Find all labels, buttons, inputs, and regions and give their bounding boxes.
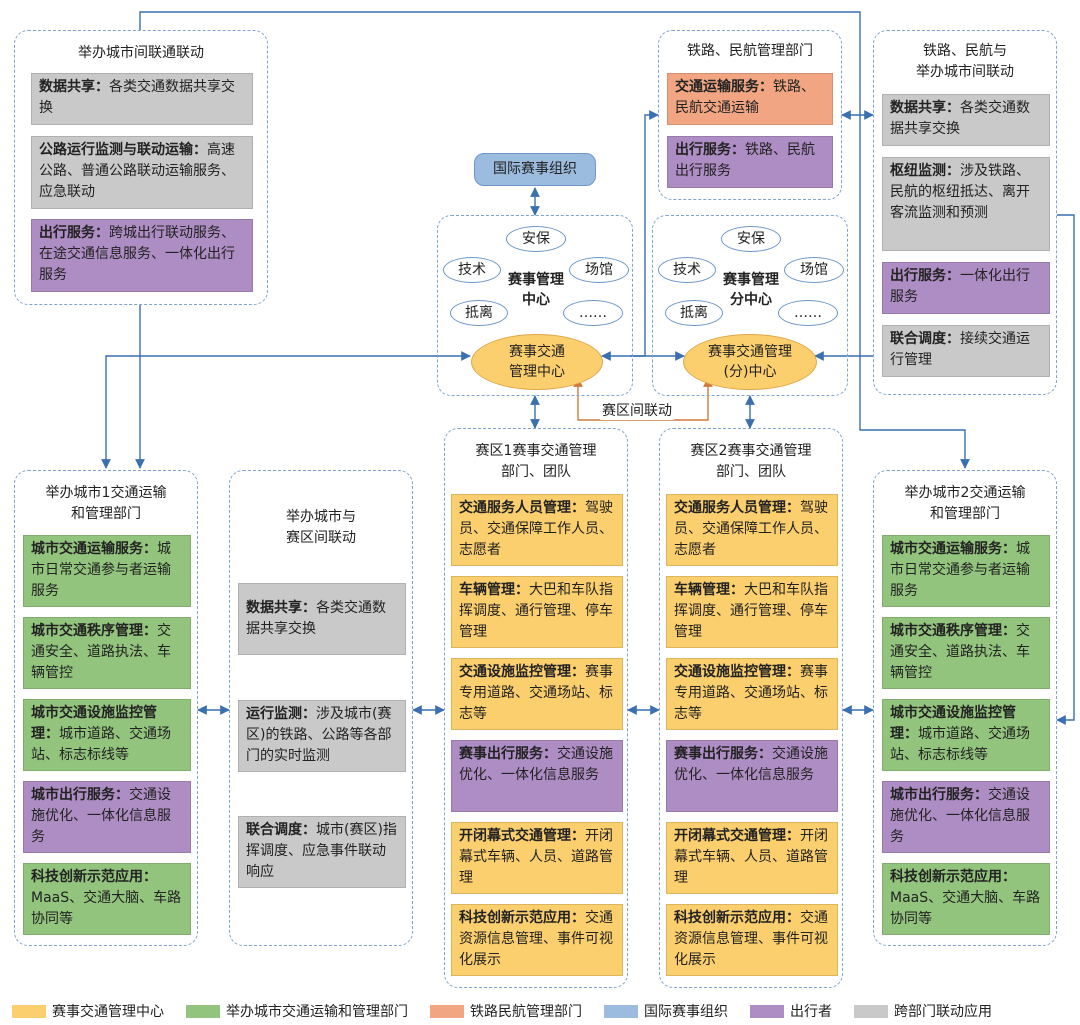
staff-management-box: 交通服务人员管理：驾驶员、交通保障工作人员、志愿者 xyxy=(666,494,838,566)
zone1-panel: 赛区1赛事交通管理 部门、团队 交通服务人员管理：驾驶员、交通保障工作人员、志愿… xyxy=(444,428,628,988)
tech-innovation-box: 科技创新示范应用：MaaS、交通大脑、车路协同等 xyxy=(23,863,191,935)
traffic-center-node: 赛事交通 管理中心 xyxy=(471,334,603,390)
facility-monitor-box: 交通设施监控管理：赛事专用道路、交通场站、标志等 xyxy=(451,658,623,730)
traffic-order-box: 城市交通秩序管理：交通安全、道路执法、车辆管控 xyxy=(23,617,191,689)
tech-node: 技术 xyxy=(658,257,716,283)
center-title: 赛事管理 分中心 xyxy=(723,272,779,308)
panel-title: 举办城市1交通运输 和管理部门 xyxy=(45,485,167,522)
tech-innovation-box: 科技创新示范应用：交通资源信息管理、事件可视化展示 xyxy=(666,904,838,976)
travel-service-box: 出行服务：一体化出行服务 xyxy=(882,262,1050,314)
center-title: 赛事管理 中心 xyxy=(508,272,564,308)
legend-swatch xyxy=(186,1004,220,1018)
venue-node: 场馆 xyxy=(569,257,629,283)
railcity-city2-line xyxy=(1056,214,1075,725)
joint-dispatch-box: 联合调度：城市(赛区)指挥调度、应急事件联动响应 xyxy=(238,816,406,888)
traffic-order-box: 城市交通秩序管理：交通安全、道路执法、车辆管控 xyxy=(882,617,1050,689)
event-center-1-panel: 安保 技术 场馆 抵离 …… 赛事管理 中心 赛事交通 管理中心 xyxy=(437,215,633,396)
data-sharing-box: 数据共享：各类交通数据共享交换 xyxy=(238,583,406,655)
top-link-line xyxy=(139,11,970,469)
ceremony-management-box: 开闭幕式交通管理：开闭幕式车辆、人员、道路管理 xyxy=(451,822,623,894)
rail-city-link-panel: 铁路、民航与 举办城市间联动 数据共享：各类交通数据共享交换 枢纽监测：涉及铁路… xyxy=(873,30,1057,395)
center2-rail-line xyxy=(630,110,659,357)
panel-title: 赛区1赛事交通管理 部门、团队 xyxy=(475,443,597,480)
inter-zone-label: 赛区间联动 xyxy=(600,400,674,420)
legend-item-traveler: 出行者 xyxy=(750,1001,832,1021)
venue-node: 场馆 xyxy=(784,257,844,283)
operation-monitor-box: 运行监测：涉及城市(赛区)的铁路、公路等各部门的实时监测 xyxy=(238,700,406,772)
city-travel-box: 城市出行服务：交通设施优化、一体化信息服务 xyxy=(23,781,191,853)
security-node: 安保 xyxy=(506,226,566,252)
panel-title: 举办城市间联通联动 xyxy=(78,45,204,61)
city2-panel: 举办城市2交通运输 和管理部门 城市交通运输服务：城市日常交通参与者运输服务 城… xyxy=(873,470,1057,946)
international-org-box: 国际赛事组织 xyxy=(474,153,596,186)
city-interlink-panel: 举办城市间联通联动 数据共享：各类交通数据共享交换 公路运行监测与联动运输：高速… xyxy=(14,30,268,305)
legend: 赛事交通管理中心 举办城市交通运输和管理部门 铁路民航管理部门 国际赛事组织 出… xyxy=(12,1001,1080,1021)
highway-monitoring-box: 公路运行监测与联动运输：高速公路、普通公路联动运输服务、应急联动 xyxy=(31,136,253,209)
panel-title: 铁路、民航管理部门 xyxy=(687,43,813,59)
vehicle-management-box: 车辆管理：大巴和车队指挥调度、通行管理、停车管理 xyxy=(451,576,623,648)
city-travel-box: 城市出行服务：交通设施优化、一体化信息服务 xyxy=(882,781,1050,853)
vehicle-management-box: 车辆管理：大巴和车队指挥调度、通行管理、停车管理 xyxy=(666,576,838,648)
more-node: …… xyxy=(563,300,623,326)
city-transport-box: 城市交通运输服务：城市日常交通参与者运输服务 xyxy=(23,535,191,607)
inter-zone-link xyxy=(573,377,713,421)
legend-swatch xyxy=(854,1004,888,1018)
legend-item-event-center: 赛事交通管理中心 xyxy=(12,1001,164,1021)
rail-aviation-panel: 铁路、民航管理部门 交通运输服务：铁路、民航交通运输 出行服务：铁路、民航出行服… xyxy=(658,30,842,200)
panel-title: 举办城市与 赛区间联动 xyxy=(286,509,356,546)
security-node: 安保 xyxy=(721,226,781,252)
legend-swatch xyxy=(604,1004,638,1018)
facility-monitor-box: 城市交通设施监控管理：城市道路、交通场站、标志标线等 xyxy=(882,699,1050,771)
legend-swatch xyxy=(12,1004,46,1018)
hub-monitoring-box: 枢纽监测：涉及铁路、民航的枢纽抵达、离开客流监测和预测 xyxy=(882,157,1050,251)
panel-title: 赛区2赛事交通管理 部门、团队 xyxy=(690,443,812,480)
city1-panel: 举办城市1交通运输 和管理部门 城市交通运输服务：城市日常交通参与者运输服务 城… xyxy=(14,470,198,946)
event-center-2-panel: 安保 技术 场馆 抵离 …… 赛事管理 分中心 赛事交通管理 (分)中心 xyxy=(652,215,848,396)
more-node: …… xyxy=(778,300,838,326)
legend-item-city-dept: 举办城市交通运输和管理部门 xyxy=(186,1001,408,1021)
legend-item-intl-org: 国际赛事组织 xyxy=(604,1001,728,1021)
data-sharing-box: 数据共享：各类交通数据共享交换 xyxy=(31,73,253,125)
facility-monitor-box: 交通设施监控管理：赛事专用道路、交通场站、标志等 xyxy=(666,658,838,730)
legend-item-rail-dept: 铁路民航管理部门 xyxy=(430,1001,582,1021)
data-sharing-box: 数据共享：各类交通数据共享交换 xyxy=(882,94,1050,146)
legend-swatch xyxy=(750,1004,784,1018)
zone2-panel: 赛区2赛事交通管理 部门、团队 交通服务人员管理：驾驶员、交通保障工作人员、志愿… xyxy=(659,428,843,988)
rail-travel-box: 出行服务：铁路、民航出行服务 xyxy=(667,136,833,188)
arrival-node: 抵离 xyxy=(665,300,723,326)
tech-innovation-box: 科技创新示范应用：交通资源信息管理、事件可视化展示 xyxy=(451,904,623,976)
legend-swatch xyxy=(430,1004,464,1018)
facility-monitor-box: 城市交通设施监控管理：城市道路、交通场站、标志标线等 xyxy=(23,699,191,771)
rail-transport-box: 交通运输服务：铁路、民航交通运输 xyxy=(667,73,833,125)
panel-title: 铁路、民航与 举办城市间联动 xyxy=(916,43,1014,80)
panel-title: 举办城市2交通运输 和管理部门 xyxy=(904,485,1026,522)
center1-to-city1-line xyxy=(101,351,471,469)
staff-management-box: 交通服务人员管理：驾驶员、交通保障工作人员、志愿者 xyxy=(451,494,623,566)
arrival-node: 抵离 xyxy=(450,300,508,326)
tech-innovation-box: 科技创新示范应用：MaaS、交通大脑、车路协同等 xyxy=(882,863,1050,935)
city-transport-box: 城市交通运输服务：城市日常交通参与者运输服务 xyxy=(882,535,1050,607)
legend-item-cross-dept: 跨部门联动应用 xyxy=(854,1001,992,1021)
tech-node: 技术 xyxy=(443,257,501,283)
joint-dispatch-box: 联合调度：接续交通运行管理 xyxy=(882,325,1050,377)
traffic-center-node: 赛事交通管理 (分)中心 xyxy=(683,334,817,390)
ceremony-management-box: 开闭幕式交通管理：开闭幕式车辆、人员、道路管理 xyxy=(666,822,838,894)
event-travel-box: 赛事出行服务：交通设施优化、一体化信息服务 xyxy=(451,740,623,812)
travel-service-box: 出行服务：跨城出行联动服务、在途交通信息服务、一体化出行服务 xyxy=(31,219,253,292)
city-zone-link-panel: 举办城市与 赛区间联动 数据共享：各类交通数据共享交换 运行监测：涉及城市(赛区… xyxy=(229,470,413,946)
event-travel-box: 赛事出行服务：交通设施优化、一体化信息服务 xyxy=(666,740,838,812)
